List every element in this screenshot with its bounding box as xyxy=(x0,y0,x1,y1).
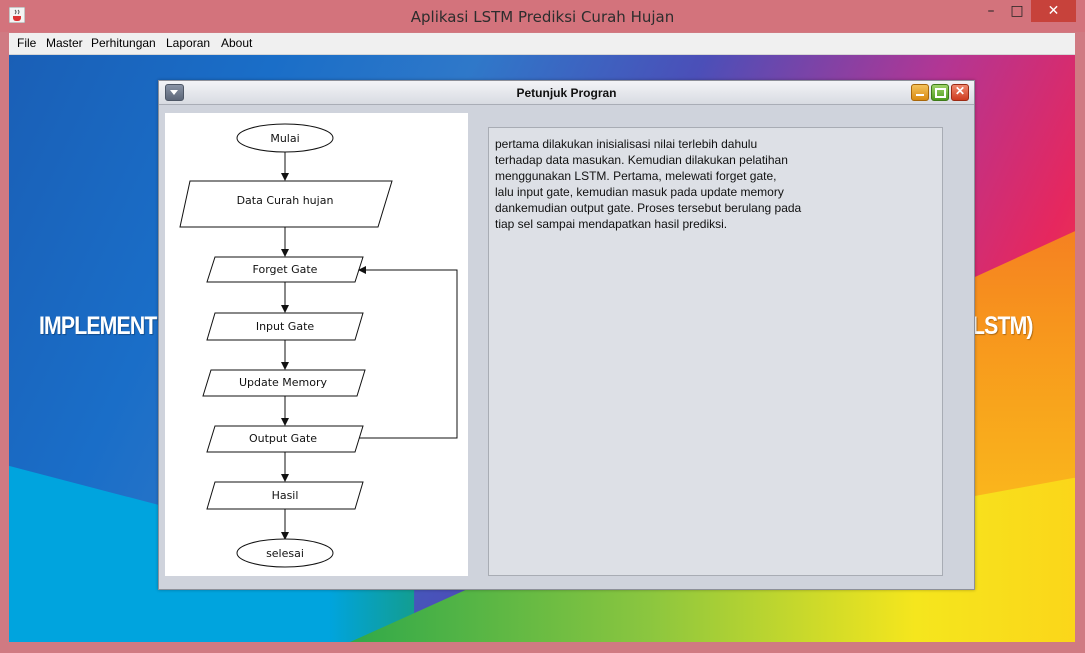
menu-master[interactable]: Master xyxy=(46,36,83,50)
description-textarea[interactable]: pertama dilakukan inisialisasi nilai ter… xyxy=(488,127,943,576)
background-title-right: LSTM) xyxy=(972,312,1034,340)
java-cup-icon xyxy=(9,7,25,23)
flow-forget-label: Forget Gate xyxy=(253,263,318,276)
menu-laporan[interactable]: Laporan xyxy=(166,36,211,50)
menu-perhitungan[interactable]: Perhitungan xyxy=(91,36,156,50)
menu-file[interactable]: File xyxy=(17,36,37,50)
help-dialog: Petunjuk Progran Mulai Data Curah hujan xyxy=(158,80,975,590)
background-title-left: IMPLEMENT xyxy=(39,312,157,340)
minimize-button[interactable]: – xyxy=(987,3,995,19)
close-button[interactable]: ✕ xyxy=(1031,0,1076,22)
dialog-title-bar[interactable]: Petunjuk Progran xyxy=(159,81,974,105)
flow-start-label: Mulai xyxy=(270,132,299,145)
title-bar[interactable]: Aplikasi LSTM Prediksi Curah Hujan – □ ✕ xyxy=(0,0,1085,32)
flowchart: Mulai Data Curah hujan Forget Gate Input… xyxy=(179,123,458,568)
dialog-menu-icon[interactable] xyxy=(165,84,184,101)
menu-about[interactable]: About xyxy=(221,36,253,50)
flow-inputgate-label: Input Gate xyxy=(256,320,315,333)
menu-bar: File Master Perhitungan Laporan About xyxy=(9,33,1075,55)
flow-result-label: Hasil xyxy=(272,489,299,502)
flowchart-panel: Mulai Data Curah hujan Forget Gate Input… xyxy=(165,113,468,576)
dialog-maximize-icon[interactable] xyxy=(931,84,949,101)
flow-end-label: selesai xyxy=(266,547,304,560)
window-title: Aplikasi LSTM Prediksi Curah Hujan xyxy=(410,8,675,26)
flow-input-label: Data Curah hujan xyxy=(237,194,334,207)
flow-update-label: Update Memory xyxy=(239,376,328,389)
dialog-minimize-icon[interactable] xyxy=(911,84,929,101)
dialog-title: Petunjuk Progran xyxy=(516,86,617,100)
flow-input-shape xyxy=(179,180,393,228)
description-text: pertama dilakukan inisialisasi nilai ter… xyxy=(495,137,802,231)
dialog-close-icon[interactable] xyxy=(951,84,969,101)
flow-result-shape xyxy=(206,481,364,510)
flow-output-shape xyxy=(206,425,364,453)
flow-update-shape xyxy=(202,369,366,397)
flow-forget-shape xyxy=(206,256,364,283)
flow-inputgate-shape xyxy=(206,312,364,341)
flow-output-label: Output Gate xyxy=(249,432,317,445)
flow-end-shape xyxy=(236,538,334,568)
maximize-button[interactable]: □ xyxy=(1010,3,1024,19)
